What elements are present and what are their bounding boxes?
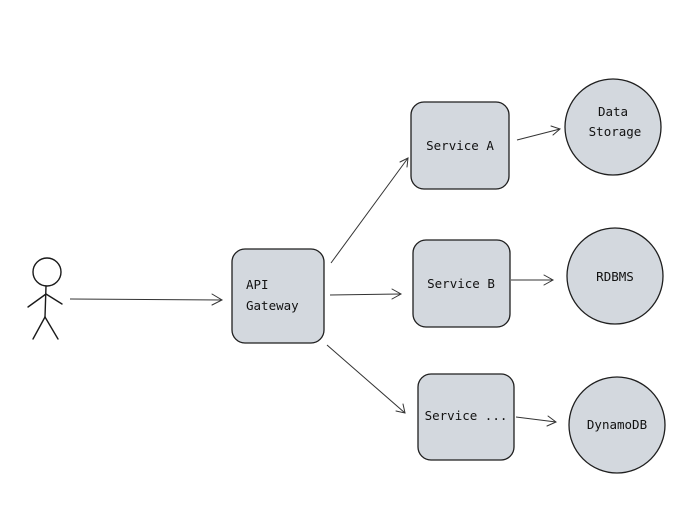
arrow-service-a-to-data-storage	[516, 125, 561, 141]
arrow-user-to-gateway	[69, 293, 224, 306]
api-gateway-node: API Gateway	[231, 248, 325, 344]
arrow-gateway-to-service-c	[326, 344, 406, 414]
data-storage-label-line2: Storage	[589, 124, 642, 139]
data-storage-node: Data Storage	[564, 78, 662, 176]
service-b-label: Service B	[427, 276, 495, 291]
dynamodb-label: DynamoDB	[587, 417, 647, 432]
rdbms-label: RDBMS	[596, 269, 634, 284]
service-a-node: Service A	[410, 101, 510, 190]
dynamodb-node: DynamoDB	[568, 376, 666, 474]
arrow-service-b-to-rdbms	[511, 274, 555, 286]
arrow-gateway-to-service-b	[329, 288, 403, 300]
service-c-node: Service ...	[417, 373, 515, 461]
arrow-gateway-to-service-a	[330, 157, 409, 264]
service-a-label: Service A	[426, 138, 494, 153]
api-gateway-label-line1: API	[246, 277, 269, 292]
api-gateway-label-line2: Gateway	[246, 298, 299, 313]
service-c-label: Service ...	[425, 408, 508, 423]
rdbms-node: RDBMS	[566, 227, 664, 325]
user-icon	[27, 257, 63, 340]
arrow-service-c-to-dynamodb	[515, 415, 557, 427]
service-b-node: Service B	[412, 239, 511, 328]
data-storage-label-line1: Data	[598, 104, 628, 119]
